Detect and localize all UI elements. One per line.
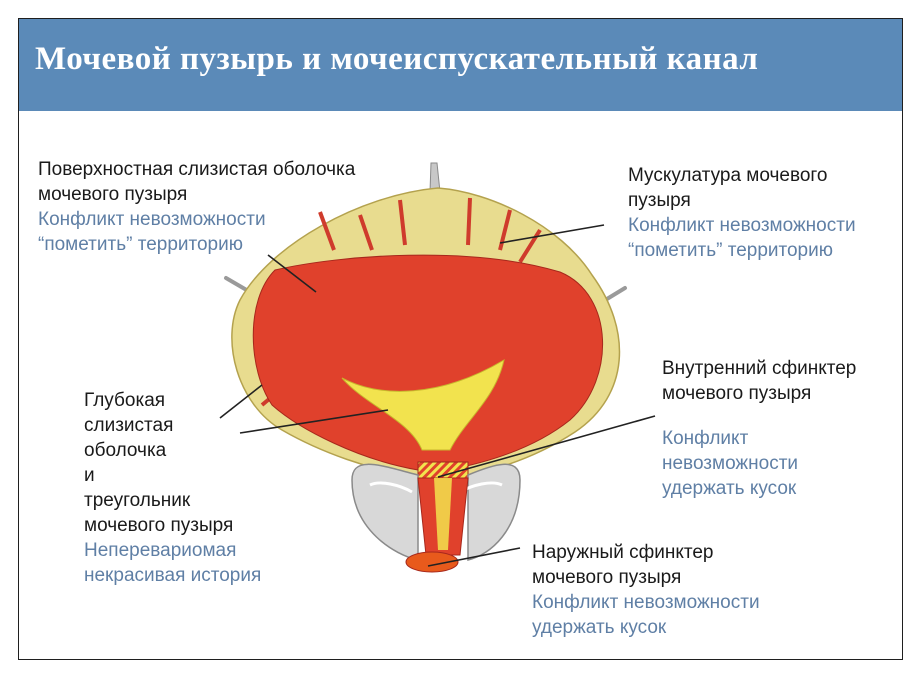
deep-mucosa-conflict-line: Неперевариомая (84, 540, 237, 561)
urethra-section (351, 463, 521, 573)
external-sphincter-conflict-line: Конфликт невозможности (532, 592, 760, 613)
deep-mucosa-name-line: и (84, 465, 95, 486)
external-sphincter-name-line: мочевого пузыря (532, 567, 682, 588)
musculature-name-line: пузыря (628, 190, 691, 211)
surface-mucosa-name-line: мочевого пузыря (38, 184, 188, 205)
surface-mucosa-conflict-line: “пометить” территорию (38, 234, 243, 255)
external-sphincter-name-line: Наружный сфинктер (532, 542, 714, 563)
label-external-sphincter: Наружный сфинктер мочевого пузыря Конфли… (532, 540, 760, 640)
surface-mucosa-conflict-line: Конфликт невозможности (38, 209, 266, 230)
label-surface-mucosa: Поверхностная слизистая оболочка мочевог… (38, 157, 355, 257)
label-deep-mucosa: Глубокая слизистая оболочка и треугольни… (84, 388, 261, 588)
deep-mucosa-name-line: Глубокая (84, 390, 166, 411)
internal-sphincter-conflict-line: удержать кусок (662, 478, 797, 499)
musculature-conflict-line: “пометить” территорию (628, 240, 833, 261)
bladder-trigone (341, 358, 505, 451)
bladder-mucosa (252, 254, 604, 471)
internal-sphincter-conflict-line: невозможности (662, 453, 799, 474)
title-bar: Мочевой пузырь и мочеиспускательный кана… (19, 19, 902, 111)
musculature-name-line: Мускулатура мочевого (628, 165, 828, 186)
deep-mucosa-name-line: треугольник (84, 490, 191, 511)
leader-lines (219, 224, 656, 567)
deep-mucosa-name-line: слизистая (84, 415, 174, 436)
label-musculature: Мускулатура мочевого пузыря Конфликт нев… (628, 163, 856, 263)
internal-sphincter-conflict-line: Конфликт (662, 428, 749, 449)
label-internal-sphincter: Внутренний сфинктер мочевого пузыря Конф… (662, 356, 856, 501)
deep-mucosa-name-line: мочевого пузыря (84, 515, 234, 536)
external-sphincter-conflict-line: удержать кусок (532, 617, 667, 638)
spacer (662, 406, 856, 426)
internal-sphincter-name-line: Внутренний сфинктер (662, 358, 857, 379)
musculature-conflict-line: Конфликт невозможности (628, 215, 856, 236)
deep-mucosa-name-line: оболочка (84, 440, 167, 461)
slide-title: Мочевой пузырь и мочеиспускательный кана… (35, 41, 759, 77)
internal-sphincter-name-line: мочевого пузыря (662, 383, 812, 404)
deep-mucosa-conflict-line: некрасивая история (84, 565, 262, 586)
surface-mucosa-name-line: Поверхностная слизистая оболочка (38, 159, 356, 180)
